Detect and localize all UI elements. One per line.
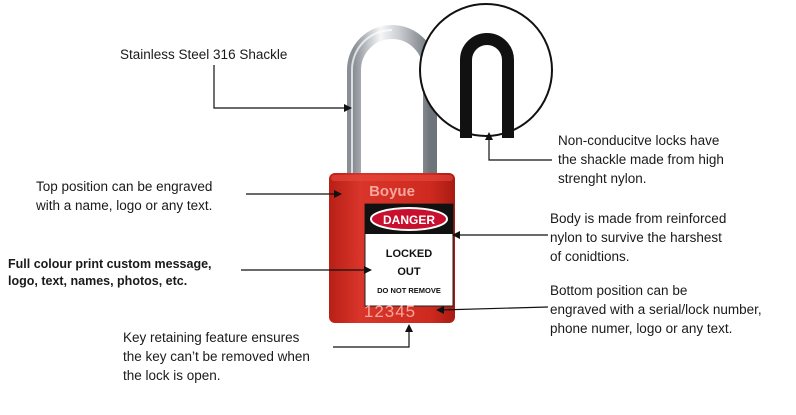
steel-shackle xyxy=(347,25,437,178)
bottom-position-callout: Bottom position can be engraved with a s… xyxy=(550,283,762,336)
danger-text: DANGER xyxy=(383,213,435,227)
nylon-shackle xyxy=(460,33,514,138)
nonconductive-callout: Non-conducitve locks have the shackle ma… xyxy=(558,133,724,186)
arrowheads xyxy=(334,104,493,332)
key-retaining-callout: Key retaining feature ensures the key ca… xyxy=(123,330,310,383)
leader-lines xyxy=(213,65,552,348)
shackle-callout: Stainless Steel 316 Shackle xyxy=(120,47,288,62)
out-text: OUT xyxy=(397,266,421,278)
full-colour-callout: Full colour print custom message, logo, … xyxy=(8,257,212,288)
do-not-remove-text: DO NOT REMOVE xyxy=(377,286,441,295)
locked-text: LOCKED xyxy=(386,248,433,260)
shackle-highlight xyxy=(351,29,393,178)
brand-engraving: Boyue xyxy=(369,183,415,200)
serial-engraving: 12345 xyxy=(364,302,416,321)
nylon-shackle-zoom xyxy=(419,3,553,137)
top-position-callout: Top position can be engraved with a name… xyxy=(36,179,213,213)
body-callout: Body is made from reinforced nylon to su… xyxy=(550,211,727,264)
